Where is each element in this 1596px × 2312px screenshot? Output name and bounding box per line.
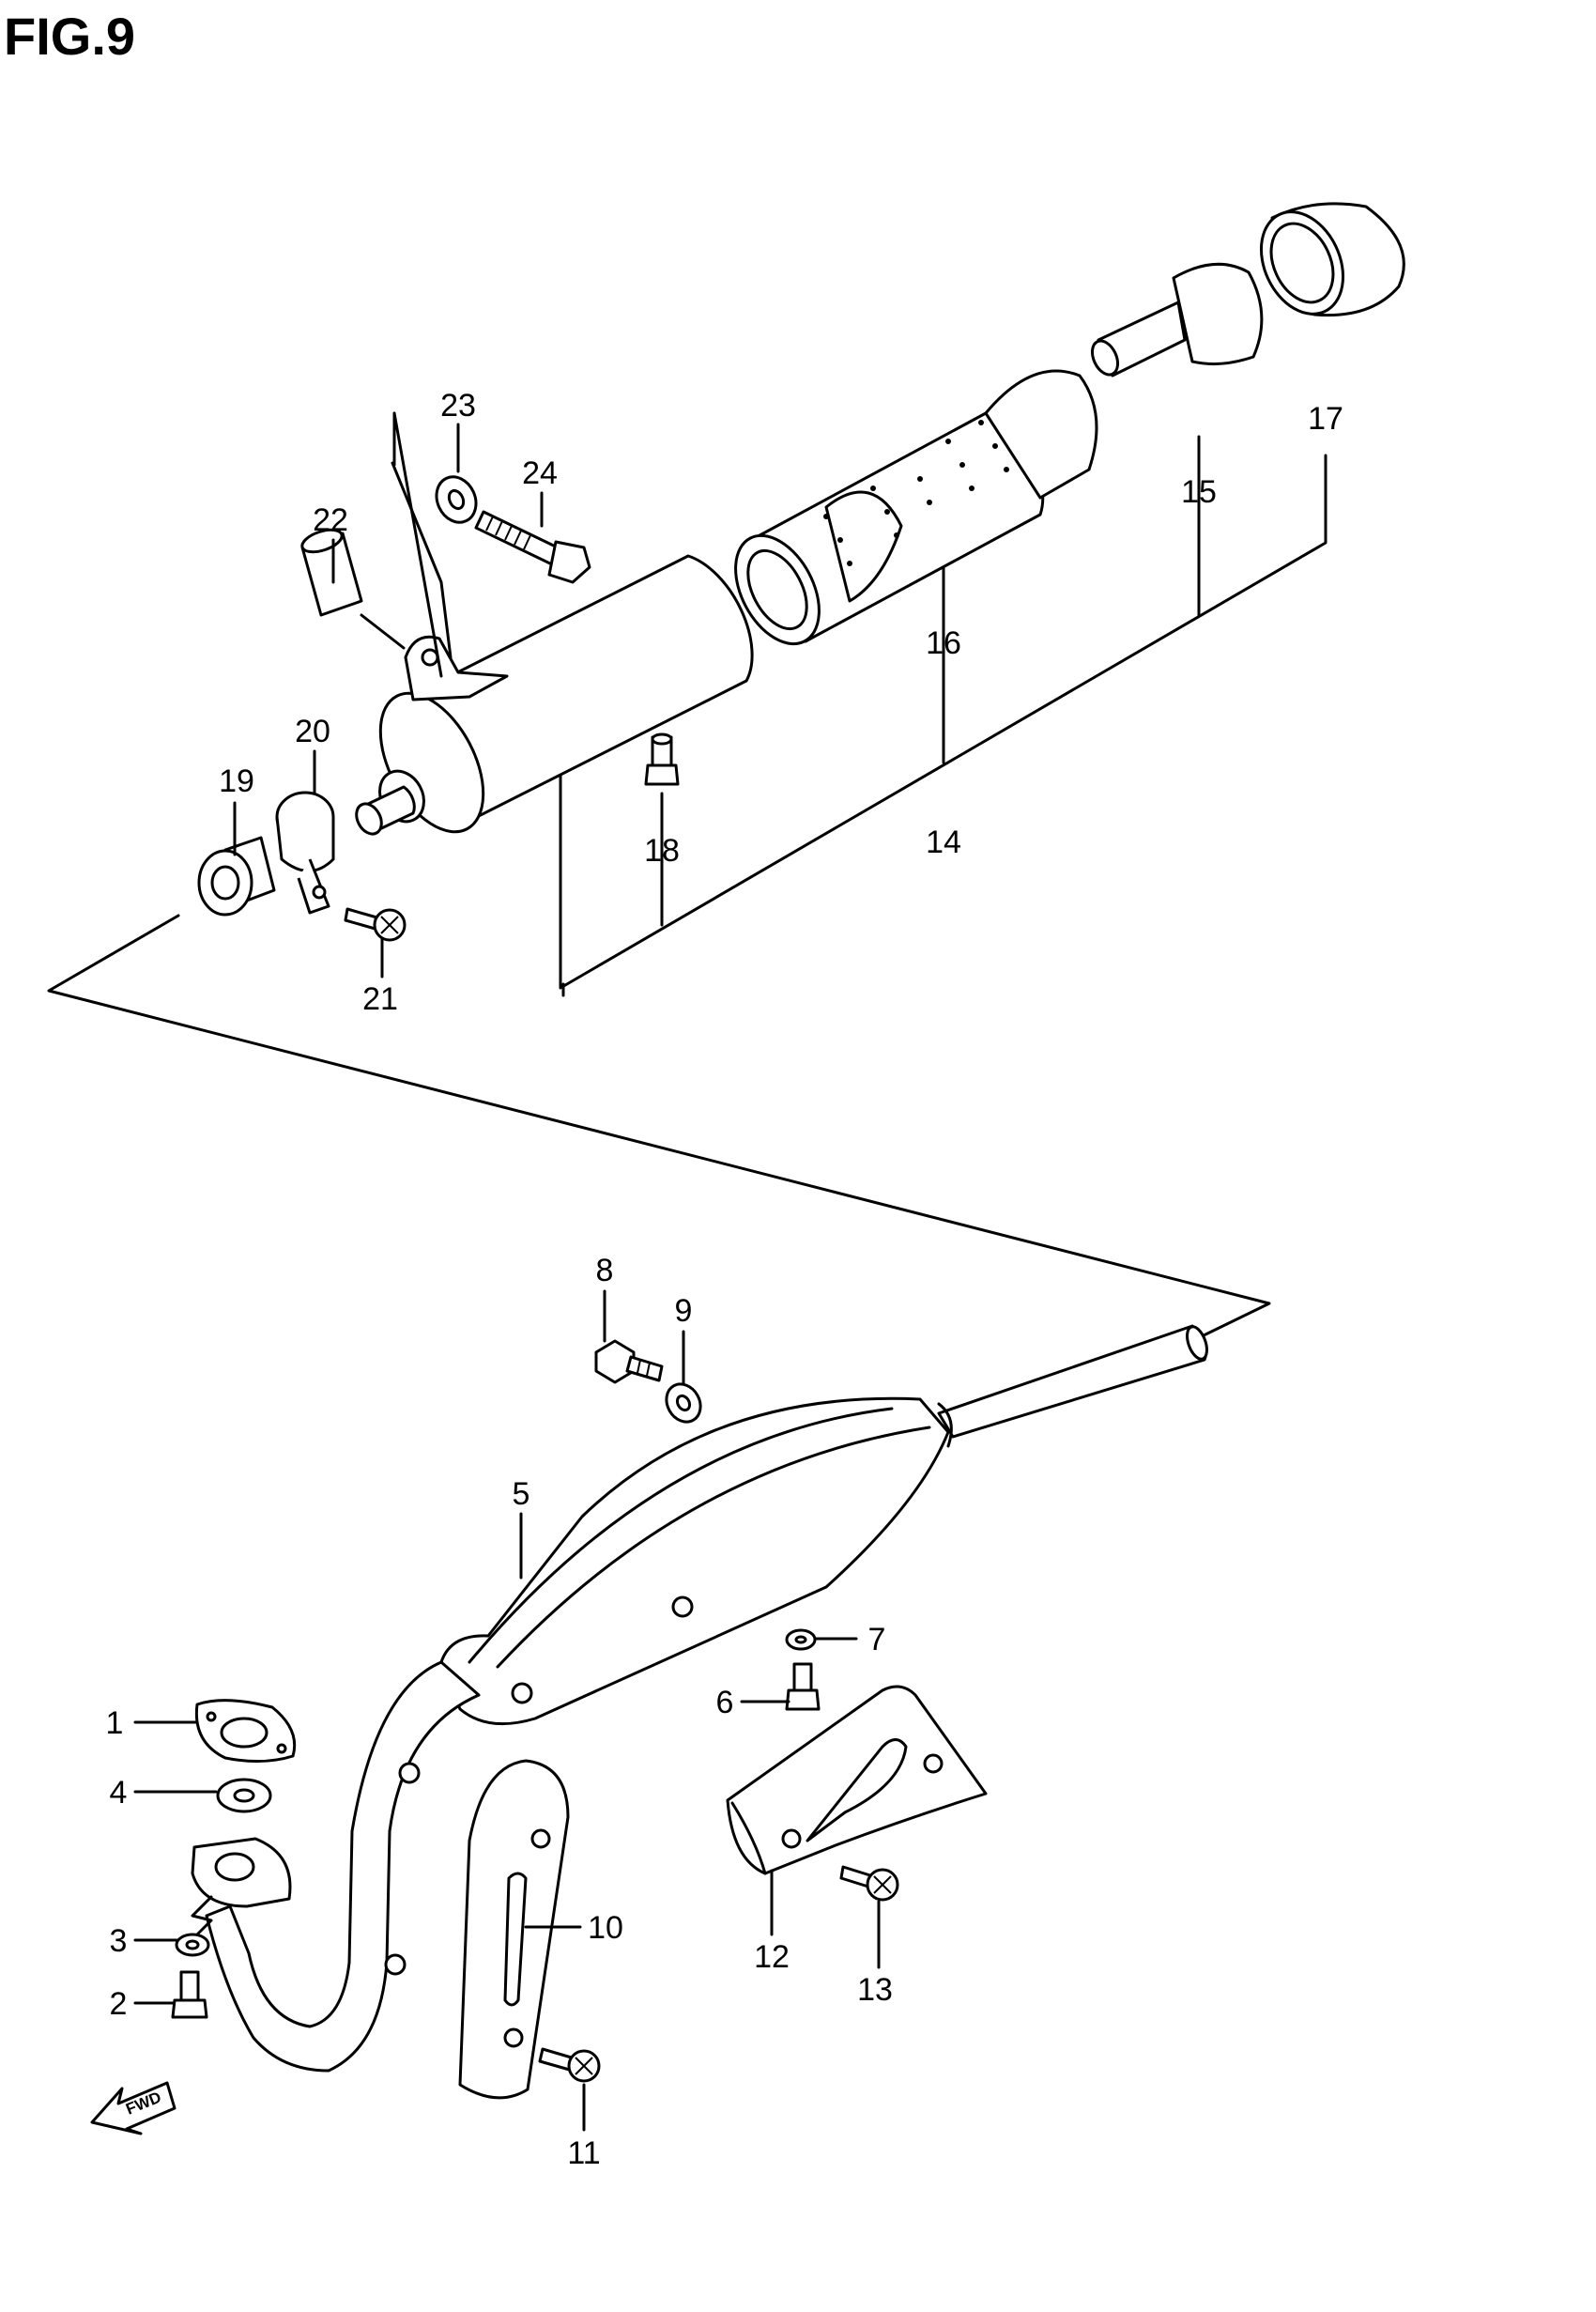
- callout-22: 22: [313, 502, 348, 538]
- callout-8: 8: [596, 1253, 614, 1288]
- callout-11: 11: [567, 2135, 600, 2171]
- part-16-perforated-tube: [734, 369, 1098, 646]
- callout-17: 17: [1308, 401, 1343, 437]
- callout-labels: 1 2 3 4 5 6 7 8 9 10 11 12 13 14 15 16 1…: [106, 388, 1343, 2171]
- callout-14: 14: [926, 825, 961, 860]
- callout-19: 19: [219, 763, 254, 799]
- part-18-bolt: [644, 732, 680, 786]
- callout-1: 1: [106, 1705, 124, 1741]
- part-15-baffle: [1090, 262, 1264, 378]
- part-20-clamp: [275, 791, 335, 915]
- part-10-heat-shield: [458, 1759, 570, 2100]
- callout-3: 3: [110, 1923, 128, 1959]
- part-1-gasket: [194, 1699, 297, 1764]
- fwd-arrow-icon: FWD: [90, 2081, 176, 2135]
- exhaust-head-pipe: [191, 1660, 481, 2073]
- part-19-grommet: [197, 836, 276, 917]
- part-9-washer: [665, 1382, 702, 1424]
- silencer-body: [355, 411, 754, 836]
- part-2-bolt: [171, 1970, 208, 2019]
- callout-16: 16: [926, 625, 961, 661]
- callout-23: 23: [440, 388, 476, 424]
- callout-2: 2: [110, 1986, 128, 2022]
- callout-18: 18: [644, 833, 680, 869]
- figure-title: FIG.9: [4, 7, 136, 66]
- callout-9: 9: [675, 1293, 693, 1329]
- part-13-screw: [839, 1865, 899, 1902]
- callout-24: 24: [522, 455, 558, 491]
- callout-4: 4: [110, 1775, 128, 1811]
- part-6-bolt: [785, 1662, 821, 1711]
- part-23-washer: [391, 461, 478, 659]
- callout-21: 21: [362, 981, 398, 1017]
- callout-13: 13: [857, 1972, 893, 2008]
- callout-10: 10: [588, 1910, 623, 1946]
- part-24-bolt: [474, 510, 591, 584]
- callout-12: 12: [754, 1939, 790, 1975]
- leader-lines: [133, 423, 881, 2132]
- part-5-exhaust-chamber: [439, 1324, 1208, 1726]
- callout-15: 15: [1181, 474, 1217, 510]
- callout-7: 7: [868, 1622, 886, 1657]
- part-22-collar: [300, 528, 406, 650]
- part-7-washer: [785, 1628, 817, 1651]
- part-3-washer: [175, 1933, 210, 1957]
- part-8-bolt: [594, 1339, 664, 1384]
- part-17-end-cap: [1259, 202, 1405, 317]
- part-21-screw: [344, 907, 407, 942]
- callout-6: 6: [716, 1685, 734, 1720]
- assembly-connector-lines: [47, 914, 1271, 1339]
- callout-5: 5: [513, 1476, 530, 1512]
- callout-20: 20: [295, 714, 330, 749]
- part-11-screw: [538, 2047, 601, 2083]
- part-12-guard: [726, 1685, 988, 1875]
- part-4-washer: [216, 1778, 272, 1813]
